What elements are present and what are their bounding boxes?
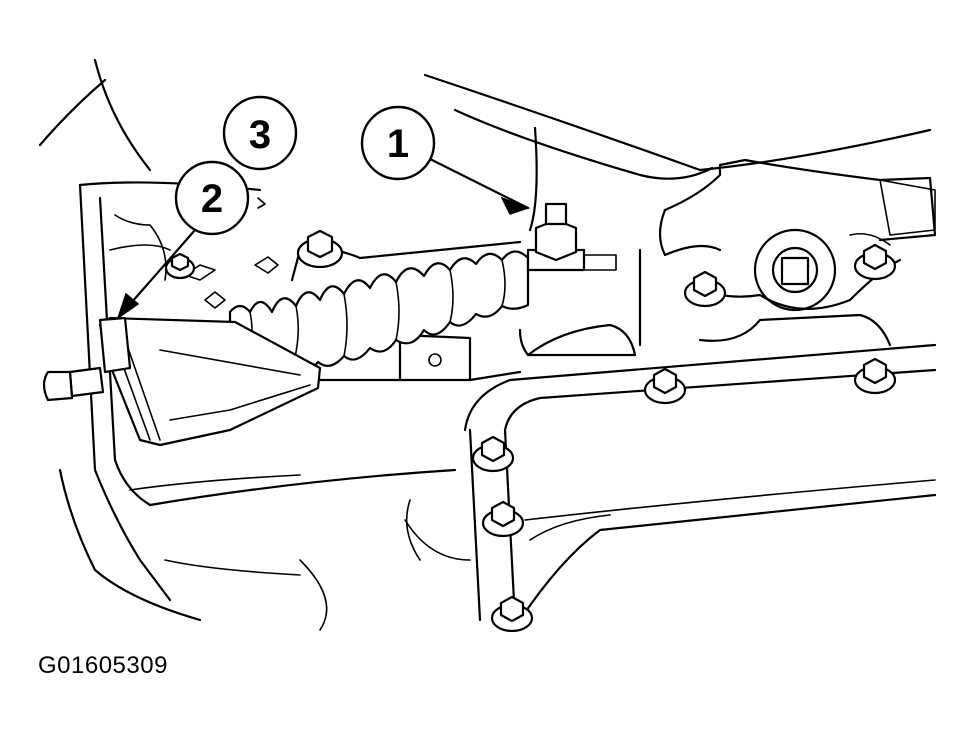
bolt	[643, 367, 687, 405]
oil-pan	[463, 343, 937, 622]
bolt	[853, 357, 897, 395]
cable-bracket	[42, 316, 322, 447]
cable-adjuster-nut	[526, 202, 617, 272]
callout-3: 3	[222, 95, 298, 171]
bolt	[683, 270, 727, 308]
callout-leaders	[116, 156, 531, 320]
bolt	[490, 595, 534, 633]
housing-outlines	[38, 58, 932, 232]
bolt	[296, 229, 344, 269]
callout-2-label: 2	[201, 177, 223, 221]
callout-1: 1	[360, 105, 436, 181]
bolt	[164, 252, 196, 280]
callout-2: 2	[174, 160, 250, 236]
manual-lever	[638, 158, 937, 347]
shift-cable-boot	[228, 250, 530, 380]
bolt	[481, 500, 525, 538]
figure-id: G01605309	[38, 652, 168, 679]
bolt	[471, 435, 515, 473]
callout-3-label: 3	[249, 113, 271, 157]
bolts	[164, 202, 897, 633]
bolt	[853, 243, 897, 281]
left-case	[58, 181, 471, 631]
callout-1-label: 1	[387, 122, 409, 166]
